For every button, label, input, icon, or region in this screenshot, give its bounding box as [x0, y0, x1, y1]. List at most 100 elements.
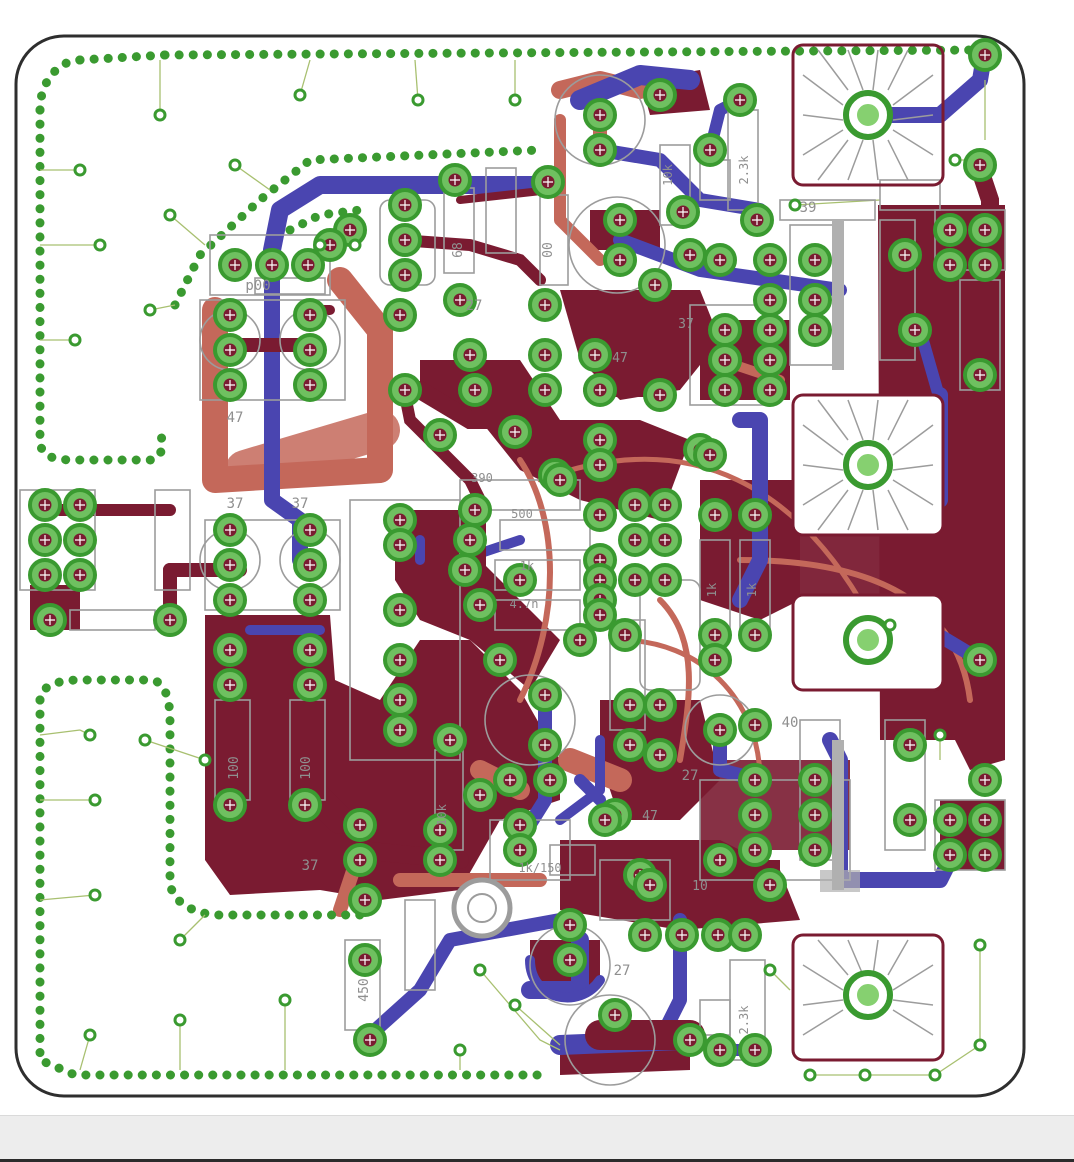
pad [433, 723, 467, 757]
pad [528, 373, 562, 407]
pad [708, 373, 742, 407]
pad [448, 553, 482, 587]
pad [528, 338, 562, 372]
pad [968, 763, 1002, 797]
component-label: 37 [302, 858, 319, 874]
pad [703, 1033, 737, 1067]
trimpot-icon [451, 877, 513, 939]
pad [613, 728, 647, 762]
pad [893, 728, 927, 762]
pad [693, 133, 727, 167]
pad [753, 343, 787, 377]
pad [738, 833, 772, 867]
pad [888, 238, 922, 272]
pad [383, 298, 417, 332]
via [293, 88, 307, 102]
pad [213, 668, 247, 702]
via [883, 618, 897, 632]
pad [288, 788, 322, 822]
component-label: 27 [682, 768, 699, 784]
pad [738, 798, 772, 832]
via [803, 1068, 817, 1082]
pad [578, 338, 612, 372]
component-label: 47 [642, 809, 658, 824]
pad [528, 728, 562, 762]
pad [643, 78, 677, 112]
via [411, 93, 425, 107]
pad [383, 713, 417, 747]
pad [618, 488, 652, 522]
pad [493, 763, 527, 797]
pad [28, 523, 62, 557]
via [173, 1013, 187, 1027]
pad [498, 415, 532, 449]
pad [753, 373, 787, 407]
component-label: 37 [678, 317, 694, 332]
pad [893, 803, 927, 837]
component-label: 39 [800, 200, 817, 216]
pad [648, 488, 682, 522]
pad [665, 918, 699, 952]
pad [583, 98, 617, 132]
component-label: 40 [782, 715, 799, 731]
pad [388, 258, 422, 292]
pad [583, 373, 617, 407]
component-label: 100 [299, 756, 314, 779]
via [143, 303, 157, 317]
pad [798, 798, 832, 832]
pad [63, 488, 97, 522]
pad [723, 83, 757, 117]
pad [153, 603, 187, 637]
pad [463, 778, 497, 812]
pad [618, 523, 652, 557]
pad [798, 763, 832, 797]
via [948, 153, 962, 167]
via [928, 1068, 942, 1082]
pad [553, 943, 587, 977]
pad [423, 843, 457, 877]
via [73, 163, 87, 177]
component-label: 00 [541, 242, 556, 258]
pad [348, 943, 382, 977]
pad [503, 833, 537, 867]
pad [648, 563, 682, 597]
via [83, 1028, 97, 1042]
via [93, 238, 107, 252]
pad [383, 683, 417, 717]
pad [293, 368, 327, 402]
heatsink-icon [791, 43, 945, 1062]
pad [963, 148, 997, 182]
component-label: 37 [227, 496, 244, 512]
pad [388, 188, 422, 222]
pad [673, 1023, 707, 1057]
pad [583, 448, 617, 482]
component-label: 500 [511, 507, 533, 521]
pad [598, 998, 632, 1032]
pad [673, 238, 707, 272]
pad [583, 598, 617, 632]
pad [648, 523, 682, 557]
via [198, 753, 212, 767]
via [508, 93, 522, 107]
via [788, 198, 802, 212]
via [973, 938, 987, 952]
pad [628, 918, 662, 952]
via [163, 208, 177, 222]
pad [213, 333, 247, 367]
component-label: 37 [292, 496, 309, 512]
pads-layer [28, 38, 1002, 1082]
pad [708, 313, 742, 347]
pad [293, 513, 327, 547]
pad [343, 843, 377, 877]
component-label: 27 [614, 963, 631, 979]
pad [933, 213, 967, 247]
pad [213, 548, 247, 582]
pad [738, 618, 772, 652]
pad [633, 868, 667, 902]
via [508, 998, 522, 1012]
pad [698, 498, 732, 532]
pad [423, 418, 457, 452]
bottom-bar [0, 1115, 1074, 1162]
via [138, 733, 152, 747]
